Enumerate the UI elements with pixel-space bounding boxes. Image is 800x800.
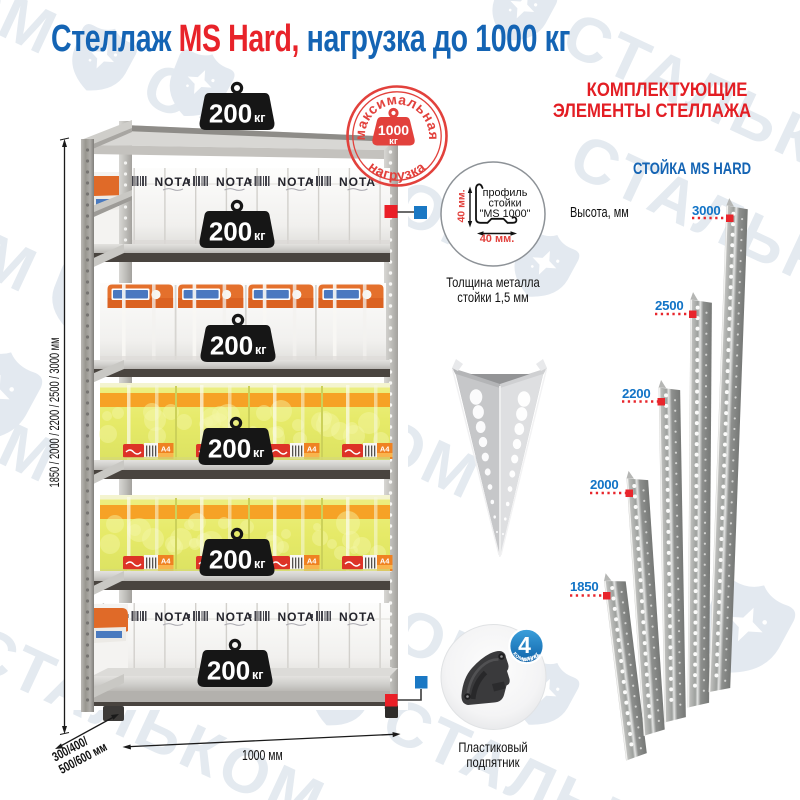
svg-text:200: 200 xyxy=(207,656,250,686)
svg-text:1000: 1000 xyxy=(378,122,409,138)
svg-text:кг: кг xyxy=(253,446,264,460)
svg-text:200: 200 xyxy=(208,434,251,464)
svg-text:А4: А4 xyxy=(161,445,171,454)
svg-text:200: 200 xyxy=(210,331,253,361)
svg-text:200: 200 xyxy=(209,217,252,247)
svg-text:кг: кг xyxy=(389,136,398,147)
svg-text:кг: кг xyxy=(254,111,265,125)
svg-text:кг: кг xyxy=(255,343,266,357)
svg-text:NOTA: NOTA xyxy=(216,610,253,624)
svg-text:кг: кг xyxy=(254,229,265,243)
svg-text:А4: А4 xyxy=(307,445,317,454)
svg-text:штуки: штуки xyxy=(521,652,541,663)
svg-text:кг: кг xyxy=(252,668,263,682)
svg-text:А4: А4 xyxy=(380,445,390,454)
svg-text:40 мм.: 40 мм. xyxy=(456,189,468,222)
svg-text:NOTA: NOTA xyxy=(154,610,191,624)
svg-text:NOTA: NOTA xyxy=(216,175,253,189)
svg-text:NOTA: NOTA xyxy=(339,610,376,624)
svg-text:А4: А4 xyxy=(307,557,317,566)
svg-text:NOTA: NOTA xyxy=(154,175,191,189)
svg-text:200: 200 xyxy=(209,545,252,575)
svg-text:NOTA: NOTA xyxy=(339,175,376,189)
svg-text:стойки: стойки xyxy=(488,198,521,210)
svg-text:кг: кг xyxy=(254,557,265,571)
svg-text:NOTA: NOTA xyxy=(277,175,314,189)
svg-text:"MS 1000": "MS 1000" xyxy=(480,208,531,220)
svg-text:40 мм.: 40 мм. xyxy=(480,233,515,245)
svg-text:4: 4 xyxy=(518,632,531,658)
svg-text:NOTA: NOTA xyxy=(277,610,314,624)
svg-text:А4: А4 xyxy=(380,557,390,566)
svg-text:профиль: профиль xyxy=(483,187,528,199)
svg-text:А4: А4 xyxy=(161,557,171,566)
svg-text:200: 200 xyxy=(209,99,252,129)
